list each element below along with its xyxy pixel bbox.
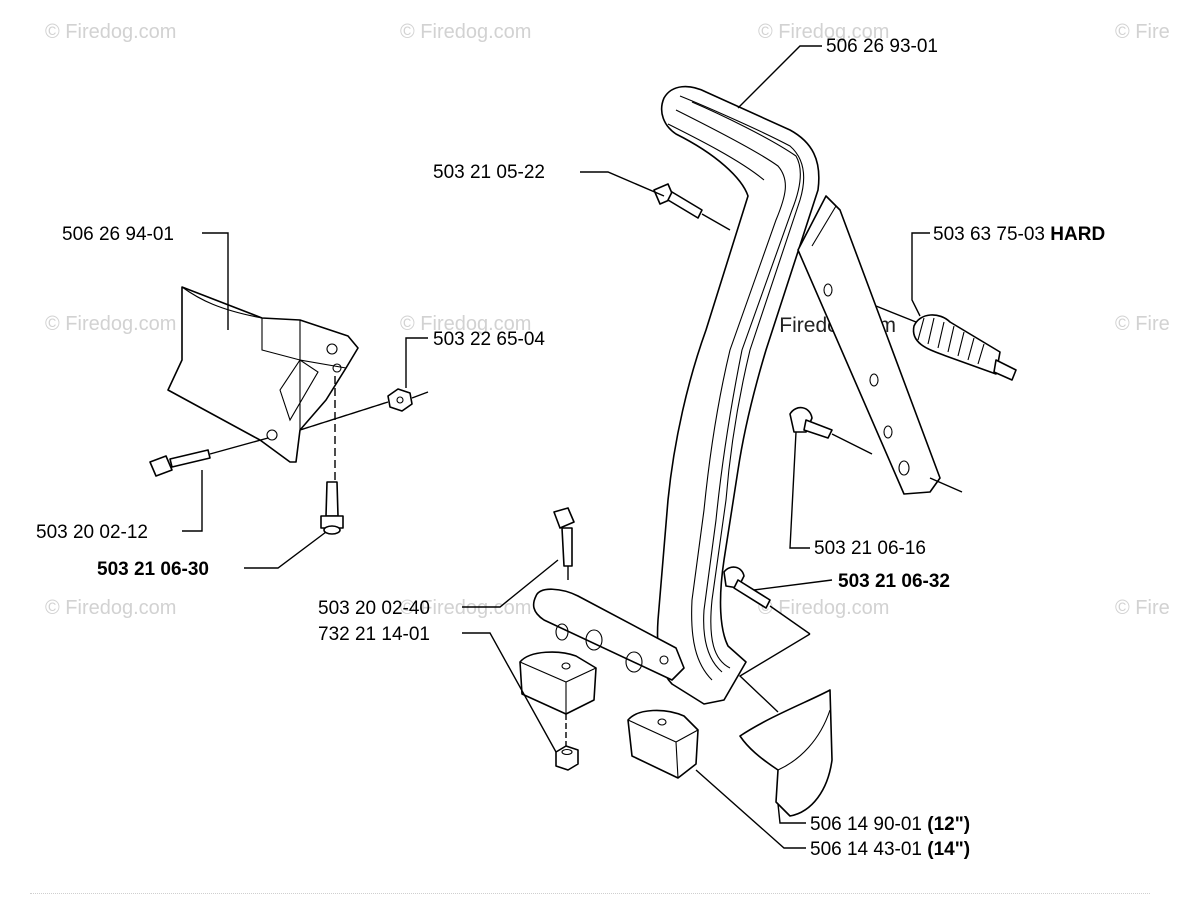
part-label-503-21-06-16: 503 21 06-16 [814,538,926,559]
watermark: © Firedog.com [400,597,531,619]
part-label-506-14-90-01: 506 14 90-01 (12") [810,814,970,835]
screw-bracket-drawing [553,507,575,580]
screw-right-drawing [789,406,873,455]
spring-drawing [875,305,1017,381]
part-label-503-20-02-12: 503 20 02-12 [36,522,148,543]
watermark: © Firedog.com [758,597,889,619]
part-label-503-22-65-04: 503 22 65-04 [433,329,545,350]
part-labels: 506 26 93-01 503 21 05-22 506 26 94-01 5… [36,36,1105,860]
watermark: © Fire [1115,313,1170,335]
nut-bottom-drawing [555,745,579,771]
screw-drawing [149,437,269,477]
nut-drawing [299,388,429,431]
spike-cover-drawing [739,689,833,817]
part-label-506-26-94-01: 506 26 94-01 [62,224,174,245]
felling-bar-drawing [656,85,820,705]
watermark: © Fire [1115,21,1170,43]
part-label-732-21-14-01: 732 21 14-01 [318,624,430,645]
part-label-503-21-05-22: 503 21 05-22 [433,162,545,183]
watermark: © Firedog.com [758,21,889,43]
watermark: © Fire [1115,597,1170,619]
watermark: © Firedog.com [45,21,176,43]
part-label-503-21-06-32: 503 21 06-32 [838,571,950,592]
page-divider [30,893,1150,894]
watermark: © Firedog.com [400,21,531,43]
watermark: © Firedog.com [400,313,531,335]
bumper-spike-drawing [167,286,359,463]
part-label-503-63-75-03: 503 63 75-03 HARD [933,224,1105,245]
bracket-drawing [532,588,685,681]
part-label-503-21-06-30: 503 21 06-30 [97,559,209,580]
part-label-506-14-43-01: 506 14 43-01 (14") [810,839,970,860]
watermark: © Firedog.com [45,313,176,335]
screw-vertical-drawing [320,376,344,535]
screw-top-drawing [653,183,731,231]
leader-lines [182,45,930,849]
slotted-strap-drawing [797,195,963,495]
watermarks: © Firedog.com © Firedog.com © Firedog.co… [45,21,1170,619]
part-label-503-20-02-40: 503 20 02-40 [318,598,430,619]
spacer-block-drawing [519,651,597,746]
part-label-506-26-93-01: 506 26 93-01 [826,36,938,57]
watermark: © Firedog.com [45,597,176,619]
screw-lower-right-drawing [723,566,811,713]
spacer-lower-drawing [627,709,699,779]
